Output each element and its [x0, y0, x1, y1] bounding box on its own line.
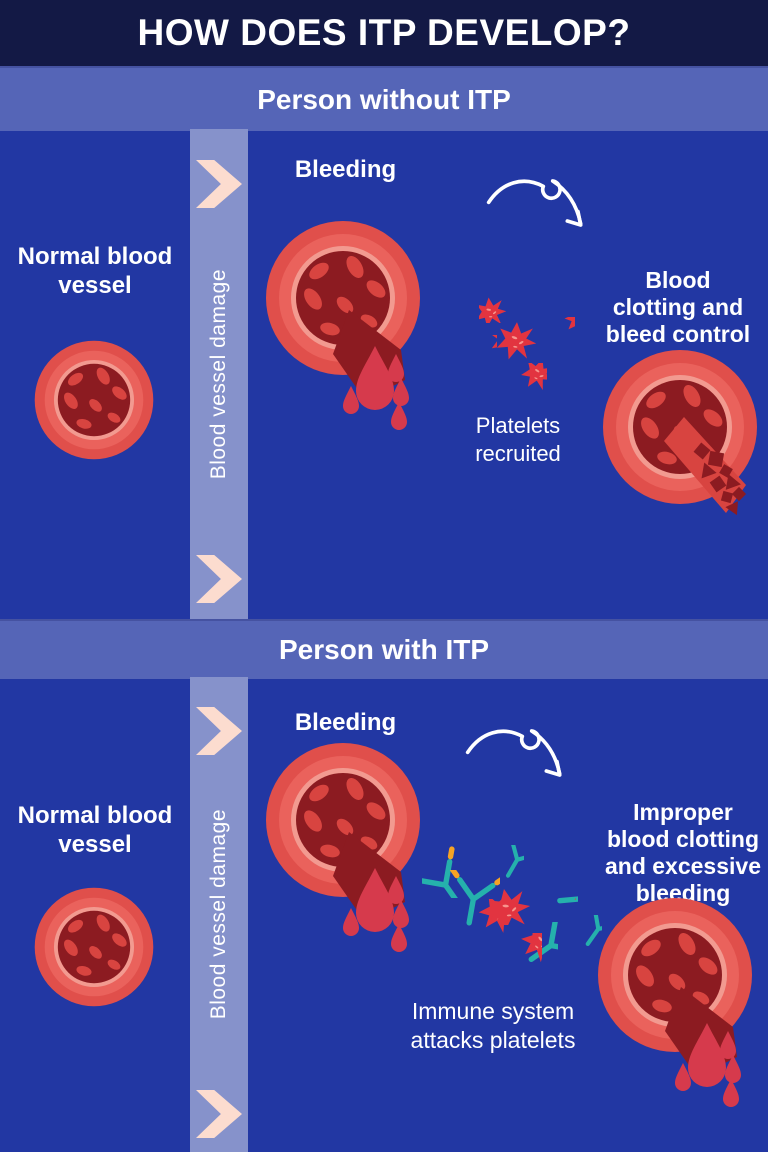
normal-blood-vessel-icon [17, 870, 171, 1024]
damage-band [190, 129, 248, 619]
section-2-with-itp: Blood vessel damage Normal blood vessel … [0, 677, 768, 1152]
platelet-icon [509, 363, 547, 401]
platelet-icon [491, 875, 541, 925]
clotted-blood-vessel-icon [580, 327, 768, 547]
bleeding-label: Bleeding [294, 156, 397, 183]
title-bar: HOW DOES ITP DEVELOP? [0, 0, 768, 66]
section-2-header-band: Person with ITP [0, 619, 768, 679]
damage-band-label: Blood vessel damage [207, 268, 230, 480]
platelet-icon [494, 318, 540, 364]
section-1-header: Person without ITP [257, 83, 511, 115]
section-2-header: Person with ITP [278, 634, 490, 665]
platelet-icon [498, 933, 542, 977]
bleeding-blood-vessel-icon [575, 875, 768, 1135]
immune-caption: Immune system attacks platelets [410, 998, 576, 1053]
curved-arrow-icon [443, 723, 591, 803]
normal-vessel-label: Normal blood vessel [17, 243, 173, 299]
platelet-icon [543, 317, 575, 349]
section-1-header-band: Person without ITP [0, 66, 768, 131]
bleeding-label: Bleeding [294, 709, 397, 736]
curved-arrow-icon [464, 173, 612, 253]
damage-band-label-wrap: Blood vessel damage [190, 129, 248, 619]
page-title: HOW DOES ITP DEVELOP? [137, 12, 631, 53]
normal-vessel-label: Normal blood vessel [17, 802, 173, 858]
platelet-icon [457, 335, 497, 375]
section-1-without-itp: Blood vessel damage Normal blood vessel … [0, 129, 768, 619]
bleeding-blood-vessel-icon [243, 198, 463, 458]
normal-blood-vessel-icon [17, 323, 171, 477]
damage-band-label: Blood vessel damage [207, 809, 230, 1020]
damage-band [190, 677, 248, 1152]
platelet-icon [536, 888, 576, 928]
platelets-caption: Platelets recruited [475, 413, 561, 466]
damage-band-label-wrap: Blood vessel damage [190, 677, 248, 1152]
outcome-label: Blood clotting and bleed control [605, 267, 751, 347]
